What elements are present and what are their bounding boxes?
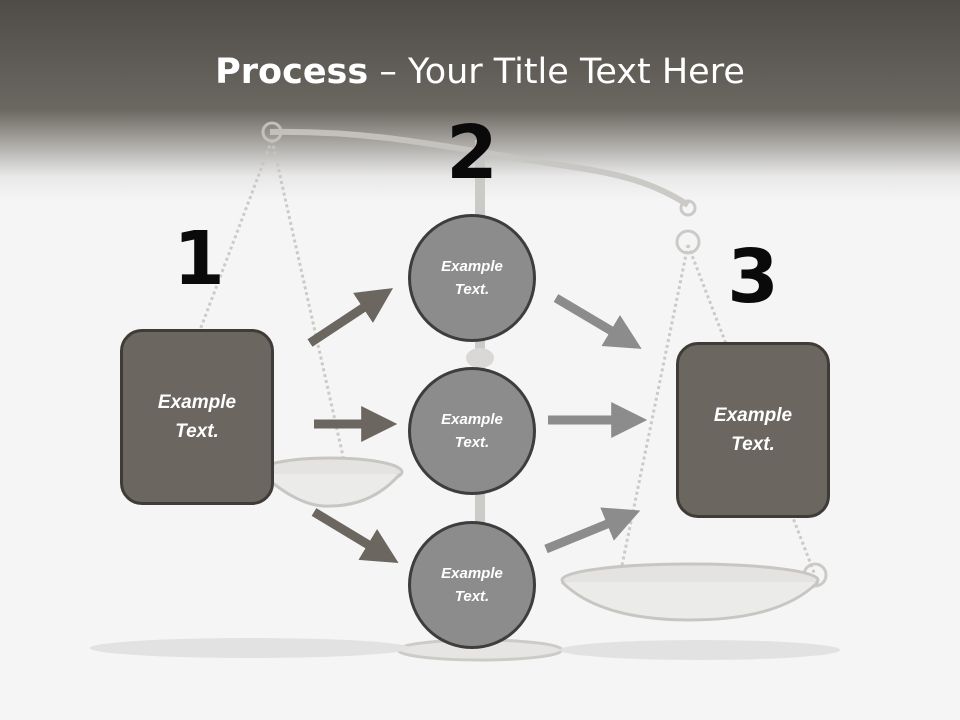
title-rest: – Your Title Text Here [368,52,745,92]
step-2-circle-top: Example Text. [408,214,536,342]
arrow-1-to-2c [311,508,399,564]
step-1-text: Example Text. [157,392,237,442]
slide-title: Process – Your Title Text Here [0,52,960,92]
step-1-box: Example Text. [120,329,274,505]
step-2-text-bottom: Example Text. [441,565,503,605]
step-number-2: 2 [446,110,498,196]
step-2-circle-middle: Example Text. [408,367,536,495]
arrow-2c-to-3 [544,507,641,554]
step-2-text-top: Example Text. [441,258,503,298]
step-2-text-middle: Example Text. [441,411,503,451]
step-number-3: 3 [727,234,779,320]
arrow-2a-to-3 [553,294,642,349]
step-3-text: Example Text. [713,405,793,455]
step-2-circle-bottom: Example Text. [408,521,536,649]
step-number-1: 1 [173,216,225,302]
step-3-box: Example Text. [676,342,830,518]
arrow-1-to-2a [307,288,394,347]
title-bold: Process [215,52,369,92]
